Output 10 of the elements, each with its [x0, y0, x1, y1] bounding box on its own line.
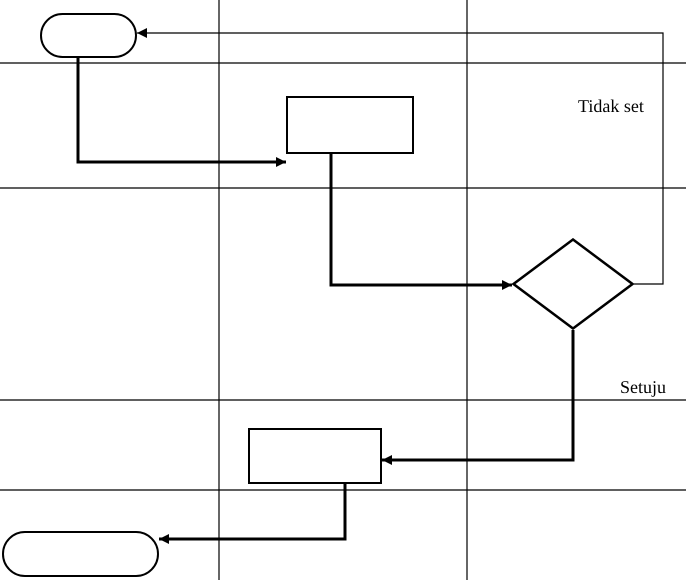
edge-label: Setuju [620, 378, 666, 398]
arrow [137, 28, 664, 285]
arrow [76, 58, 286, 167]
process-box [248, 428, 382, 484]
process-box [286, 96, 414, 154]
terminator-shape [2, 531, 159, 577]
arrow [159, 484, 346, 544]
terminator-shape [40, 13, 137, 58]
arrow [330, 154, 512, 290]
arrow [382, 330, 574, 465]
